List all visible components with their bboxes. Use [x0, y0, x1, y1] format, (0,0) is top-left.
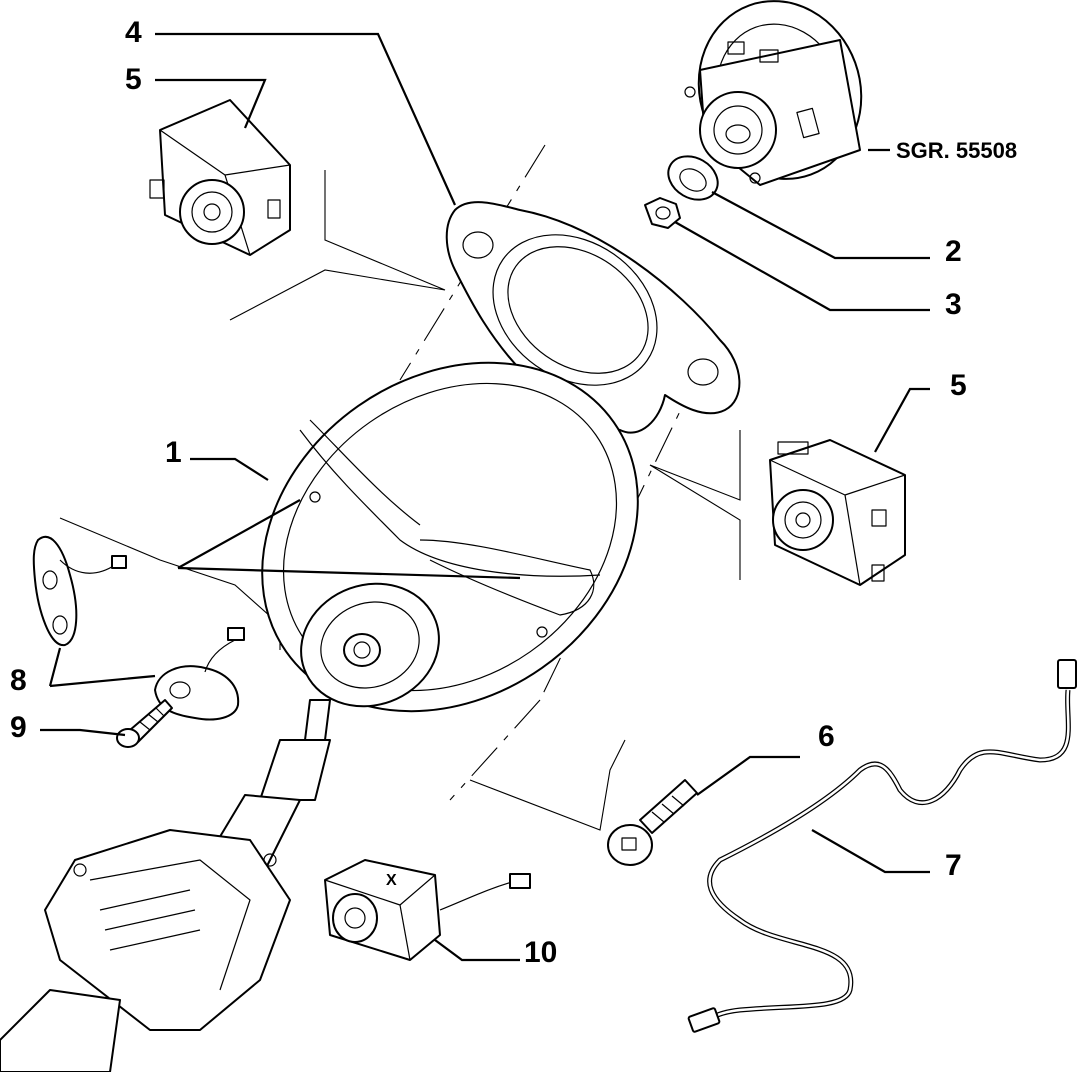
callout-3: 3 — [945, 288, 962, 321]
callout-2: 2 — [945, 235, 962, 268]
callout-10: 10 — [524, 936, 557, 969]
part-6-bolt — [607, 779, 698, 866]
part-3-nut — [644, 197, 681, 229]
part-2-ring — [667, 155, 719, 201]
callout-airbag-ref: SGR. 55508 — [896, 138, 1017, 163]
part-9-screw — [116, 699, 173, 748]
part-5-switch-right — [769, 439, 906, 586]
callout-7: 7 — [945, 849, 962, 882]
callout-5-right: 5 — [950, 369, 967, 402]
part-1-steering-wheel — [261, 361, 639, 713]
airbag-module — [684, 0, 863, 186]
leader-lines — [40, 32, 930, 962]
part-10-switch: X — [324, 859, 531, 961]
callout-9: 9 — [10, 711, 27, 744]
callout-5-upper: 5 — [125, 63, 142, 96]
switch-x-mark: X — [386, 872, 397, 889]
callout-8: 8 — [10, 664, 27, 697]
part-7-cable — [687, 659, 1077, 1033]
callout-labels: 4 5 SGR. 55508 2 3 5 1 8 9 6 7 10 — [10, 16, 1017, 969]
steering-column — [0, 699, 331, 1072]
part-5-switch-upper — [149, 99, 291, 256]
callout-6: 6 — [818, 720, 835, 753]
callout-4: 4 — [125, 16, 142, 49]
part-8-buttons — [32, 535, 245, 721]
callout-1: 1 — [165, 436, 182, 469]
